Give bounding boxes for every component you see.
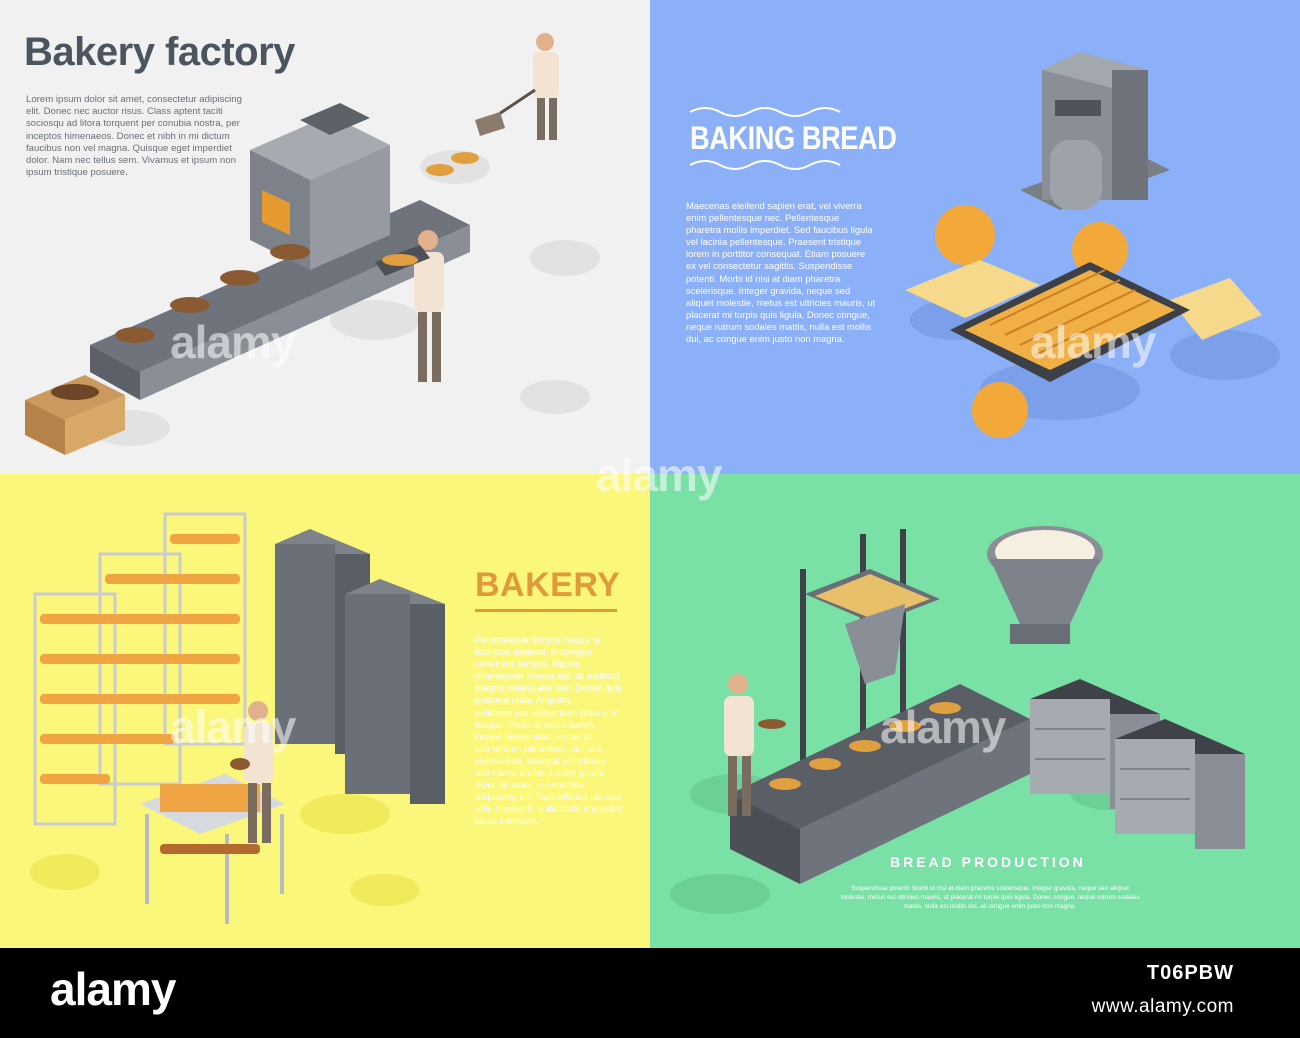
flour-hopper-icon	[805, 569, 940, 684]
bakery-illustration	[33, 512, 445, 924]
bread-crate	[25, 375, 125, 455]
panel-baking-bread: BAKING BREAD Maecenas eleifend sapien er…	[650, 0, 1300, 474]
panel-body-text: Pellentesque tempor neque ut faucibus el…	[475, 634, 622, 827]
bread-slices-icon	[905, 260, 1262, 340]
watermark: alamy	[880, 701, 1006, 753]
baker-worker-top	[475, 33, 559, 140]
title-underline	[475, 609, 617, 612]
conveyor-belt	[90, 200, 470, 372]
rack-breads	[40, 534, 240, 784]
conveyor-machine	[730, 684, 1030, 884]
panel-bakery: BAKERY Pellentesque tempor neque ut fauc…	[0, 474, 650, 948]
bread-racks-icon	[33, 512, 247, 826]
conveyor-side	[90, 345, 140, 400]
baker-worker	[230, 701, 274, 843]
panel-title: BAKING BREAD	[690, 120, 897, 156]
stock-footer-bar: alamy T06PBW www.alamy.com	[0, 948, 1300, 1038]
panel-bakery-factory: Bakery factory Lorem ipsum dolor sit ame…	[0, 0, 650, 474]
wave-decoration	[689, 107, 841, 170]
bread-production-illustration	[724, 526, 1245, 884]
watermark: alamy	[170, 316, 296, 368]
baker-worker	[724, 674, 786, 816]
alamy-logo: alamy	[50, 963, 176, 1015]
oven-icon	[250, 103, 390, 270]
flour-bowl-icon	[987, 526, 1103, 644]
watermark: alamy	[170, 701, 296, 753]
deck-ovens-icon	[1030, 679, 1245, 849]
panel-body-text: Suspendisse potenti. Morbi id nisi at di…	[840, 885, 1140, 910]
conveyor-breads	[769, 702, 961, 790]
bakery-factory-illustration	[25, 33, 559, 455]
baker-worker-front	[375, 230, 444, 382]
panel-title: BAKERY	[475, 566, 621, 604]
site-url: www.alamy.com	[1091, 996, 1234, 1017]
panel-bread-production: BREAD PRODUCTION Suspendisse potenti. Mo…	[650, 474, 1300, 948]
buns-icon	[935, 205, 1128, 438]
baking-tray-icon	[950, 262, 1190, 382]
mixer-machine-icon	[1020, 52, 1170, 210]
panel-body-text: Lorem ipsum dolor sit amet, consectetur …	[26, 94, 242, 179]
baking-bread-illustration	[905, 52, 1262, 438]
watermark: alamy	[1030, 316, 1156, 368]
bread-loaves	[115, 152, 479, 343]
watermark: alamy	[596, 449, 722, 501]
proofing-cabinets-icon	[275, 529, 445, 804]
panel-body-text: Maecenas eleifend sapien erat, vel viver…	[686, 200, 876, 345]
panel-title: BREAD PRODUCTION	[890, 854, 1086, 870]
image-id: T06PBW	[1146, 962, 1234, 984]
panel-title: Bakery factory	[24, 30, 295, 74]
